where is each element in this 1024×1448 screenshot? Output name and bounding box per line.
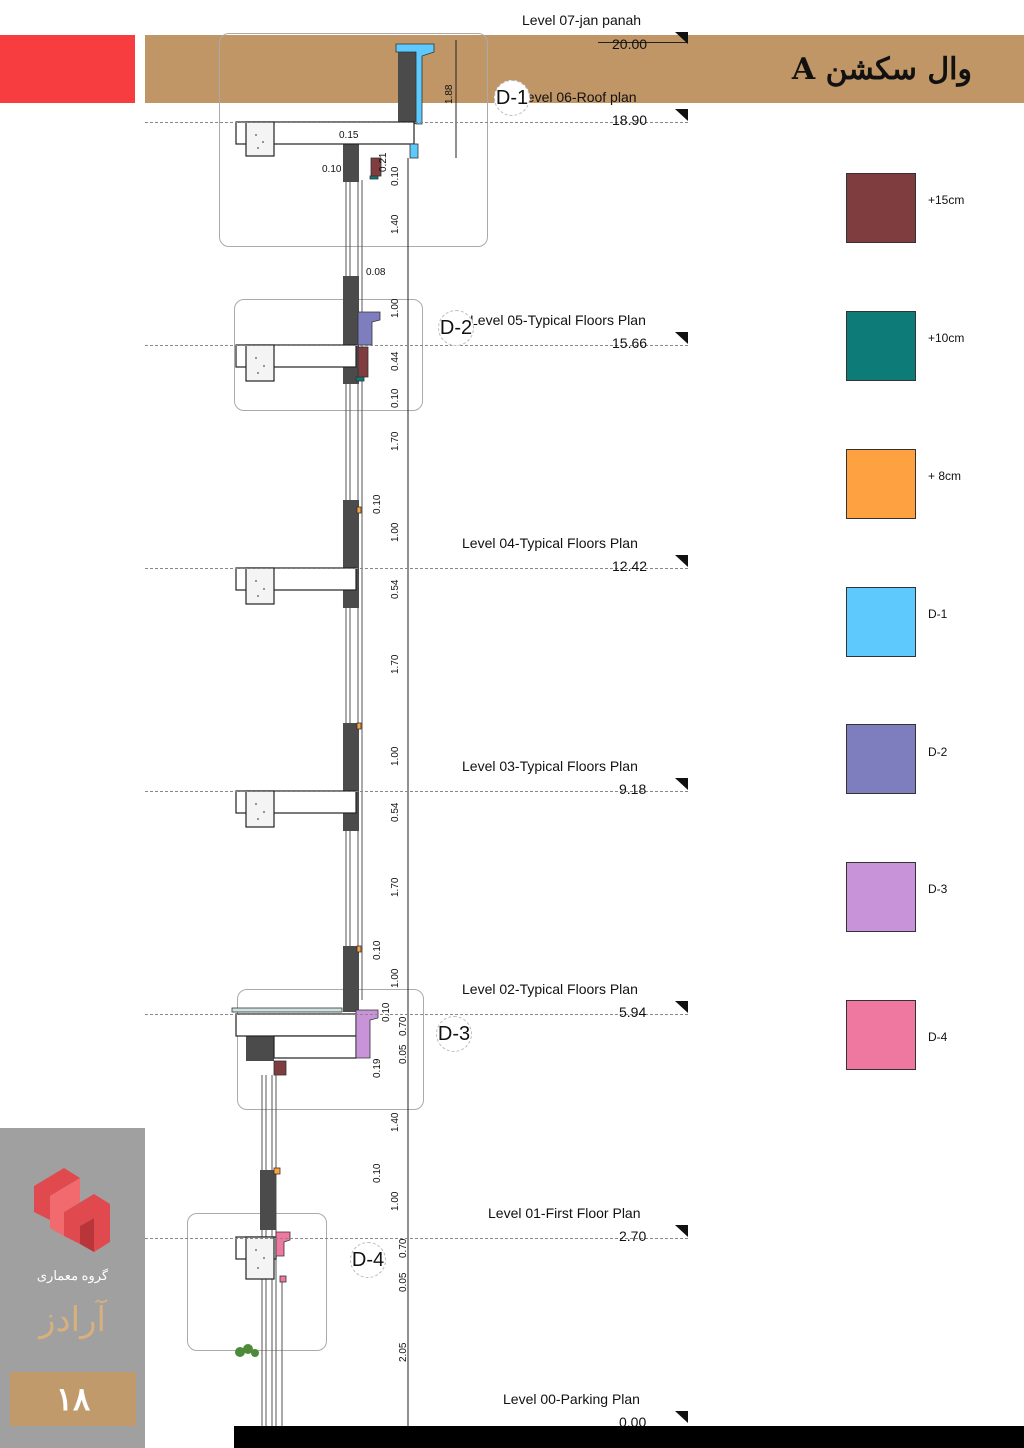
dimension-label: 0.54 — [390, 579, 401, 599]
level-elevation: 18.90 — [612, 112, 648, 128]
dimension-label: 0.70 — [398, 1238, 409, 1258]
legend-swatch — [846, 1000, 916, 1070]
level-elevation: 2.70 — [619, 1228, 647, 1244]
detail-tag-d1: D-1 — [494, 80, 530, 116]
level-line — [145, 1014, 688, 1015]
logo-brand: آرادز — [39, 1300, 106, 1340]
dimension-label: 0.08 — [366, 267, 386, 278]
dimension-label: 0.70 — [398, 1016, 409, 1036]
level-line — [598, 42, 688, 43]
level-line — [145, 1238, 688, 1239]
legend-swatch — [846, 724, 916, 794]
level-name: Level 07-jan panah — [522, 12, 642, 28]
detail-tag-d3: D-3 — [436, 1016, 472, 1052]
dimension-label: 0.10 — [390, 388, 401, 408]
dimension-label: 0.10 — [322, 164, 342, 175]
dimension-label: 0.05 — [398, 1044, 409, 1064]
legend-swatch — [846, 862, 916, 932]
detail-tag-d2: D-2 — [438, 310, 474, 346]
legend-swatch — [846, 173, 916, 243]
level-line — [145, 568, 688, 569]
dimension-label: 1.70 — [390, 877, 401, 897]
beam-hatch — [255, 134, 265, 1269]
legend-label: D-3 — [928, 882, 948, 896]
dimension-label: 0.10 — [390, 166, 401, 186]
legend-label: + 8cm — [928, 469, 962, 483]
ground-line — [234, 1426, 1024, 1448]
level-name: Level 01-First Floor Plan — [488, 1205, 641, 1221]
dimension-label: 1.00 — [390, 522, 401, 542]
level-name: Level 04-Typical Floors Plan — [462, 535, 638, 551]
level-marker-icon — [675, 1411, 688, 1423]
dimension-label: 1.70 — [390, 654, 401, 674]
level-line — [145, 122, 688, 123]
dimension-label: 0.05 — [398, 1272, 409, 1292]
legend-swatch — [846, 449, 916, 519]
accent-red-block — [0, 35, 135, 103]
level-marker-icon — [675, 555, 688, 567]
dimension-label: 0.54 — [390, 802, 401, 822]
dimension-label: 1.00 — [390, 968, 401, 988]
legend-label: D-2 — [928, 745, 948, 759]
logo-group-label: گروه معماری — [36, 1268, 109, 1283]
level-name: Level 05-Typical Floors Plan — [470, 312, 646, 328]
page-title: وال سکشن A — [791, 52, 972, 87]
dimension-label: 1.70 — [390, 431, 401, 451]
dimension-label: 1.00 — [390, 298, 401, 318]
level-marker-icon — [675, 1225, 688, 1237]
dimension-label: 0.10 — [372, 494, 383, 514]
legend-label: +10cm — [928, 331, 965, 345]
dimension-label: 0.19 — [372, 1058, 383, 1078]
level-marker-icon — [675, 109, 688, 121]
dimension-label: 0.10 — [372, 1163, 383, 1183]
level-marker-icon — [675, 778, 688, 790]
level-marker-icon — [675, 1001, 688, 1013]
level-name: Level 00-Parking Plan — [503, 1391, 640, 1407]
legend-swatch — [846, 587, 916, 657]
detail-box-d1 — [219, 33, 488, 247]
level-elevation: 15.66 — [612, 335, 648, 351]
level-marker-icon — [675, 32, 688, 44]
dimension-label: 0.15 — [339, 130, 359, 141]
dimension-label: 1.88 — [444, 84, 455, 104]
detail-pieces — [231, 43, 435, 1283]
level-line — [145, 791, 688, 792]
legend-label: D-1 — [928, 607, 948, 621]
page-number: ۱۸ — [10, 1372, 136, 1426]
level-name: Level 03-Typical Floors Plan — [462, 758, 638, 774]
legend-swatch — [846, 311, 916, 381]
dimension-label: 0.10 — [381, 1002, 392, 1022]
level-name: Level 06-Roof plan — [519, 89, 637, 105]
beams — [245, 121, 275, 1280]
dimension-lines — [407, 40, 457, 1426]
level-elevation: 5.94 — [619, 1004, 647, 1020]
header-band — [145, 35, 1024, 103]
dimension-label: 1.00 — [390, 746, 401, 766]
level-line — [145, 345, 688, 346]
dimension-label: 1.40 — [390, 1112, 401, 1132]
level-elevation: 12.42 — [612, 558, 648, 574]
dimension-label: 0.10 — [372, 940, 383, 960]
level-elevation: 20.00 — [612, 36, 648, 52]
planter-greenery — [235, 1344, 259, 1357]
level-elevation: 9.18 — [619, 781, 647, 797]
slabs — [235, 121, 415, 1260]
level-name: Level 02-Typical Floors Plan — [462, 981, 638, 997]
detail-box-d2 — [234, 299, 423, 411]
legend-label: D-4 — [928, 1030, 948, 1044]
dimension-label: 0.44 — [390, 351, 401, 371]
logo-icon — [34, 1168, 110, 1252]
dimension-label: 1.00 — [390, 1191, 401, 1211]
detail-box-d3 — [237, 989, 424, 1110]
level-marker-icon — [675, 332, 688, 344]
dimension-label: 1.40 — [390, 214, 401, 234]
dimension-label: 2.05 — [398, 1342, 409, 1362]
detail-tag-d4: D-4 — [350, 1242, 386, 1278]
dimension-label: 0.21 — [378, 152, 389, 172]
legend-label: +15cm — [928, 193, 965, 207]
